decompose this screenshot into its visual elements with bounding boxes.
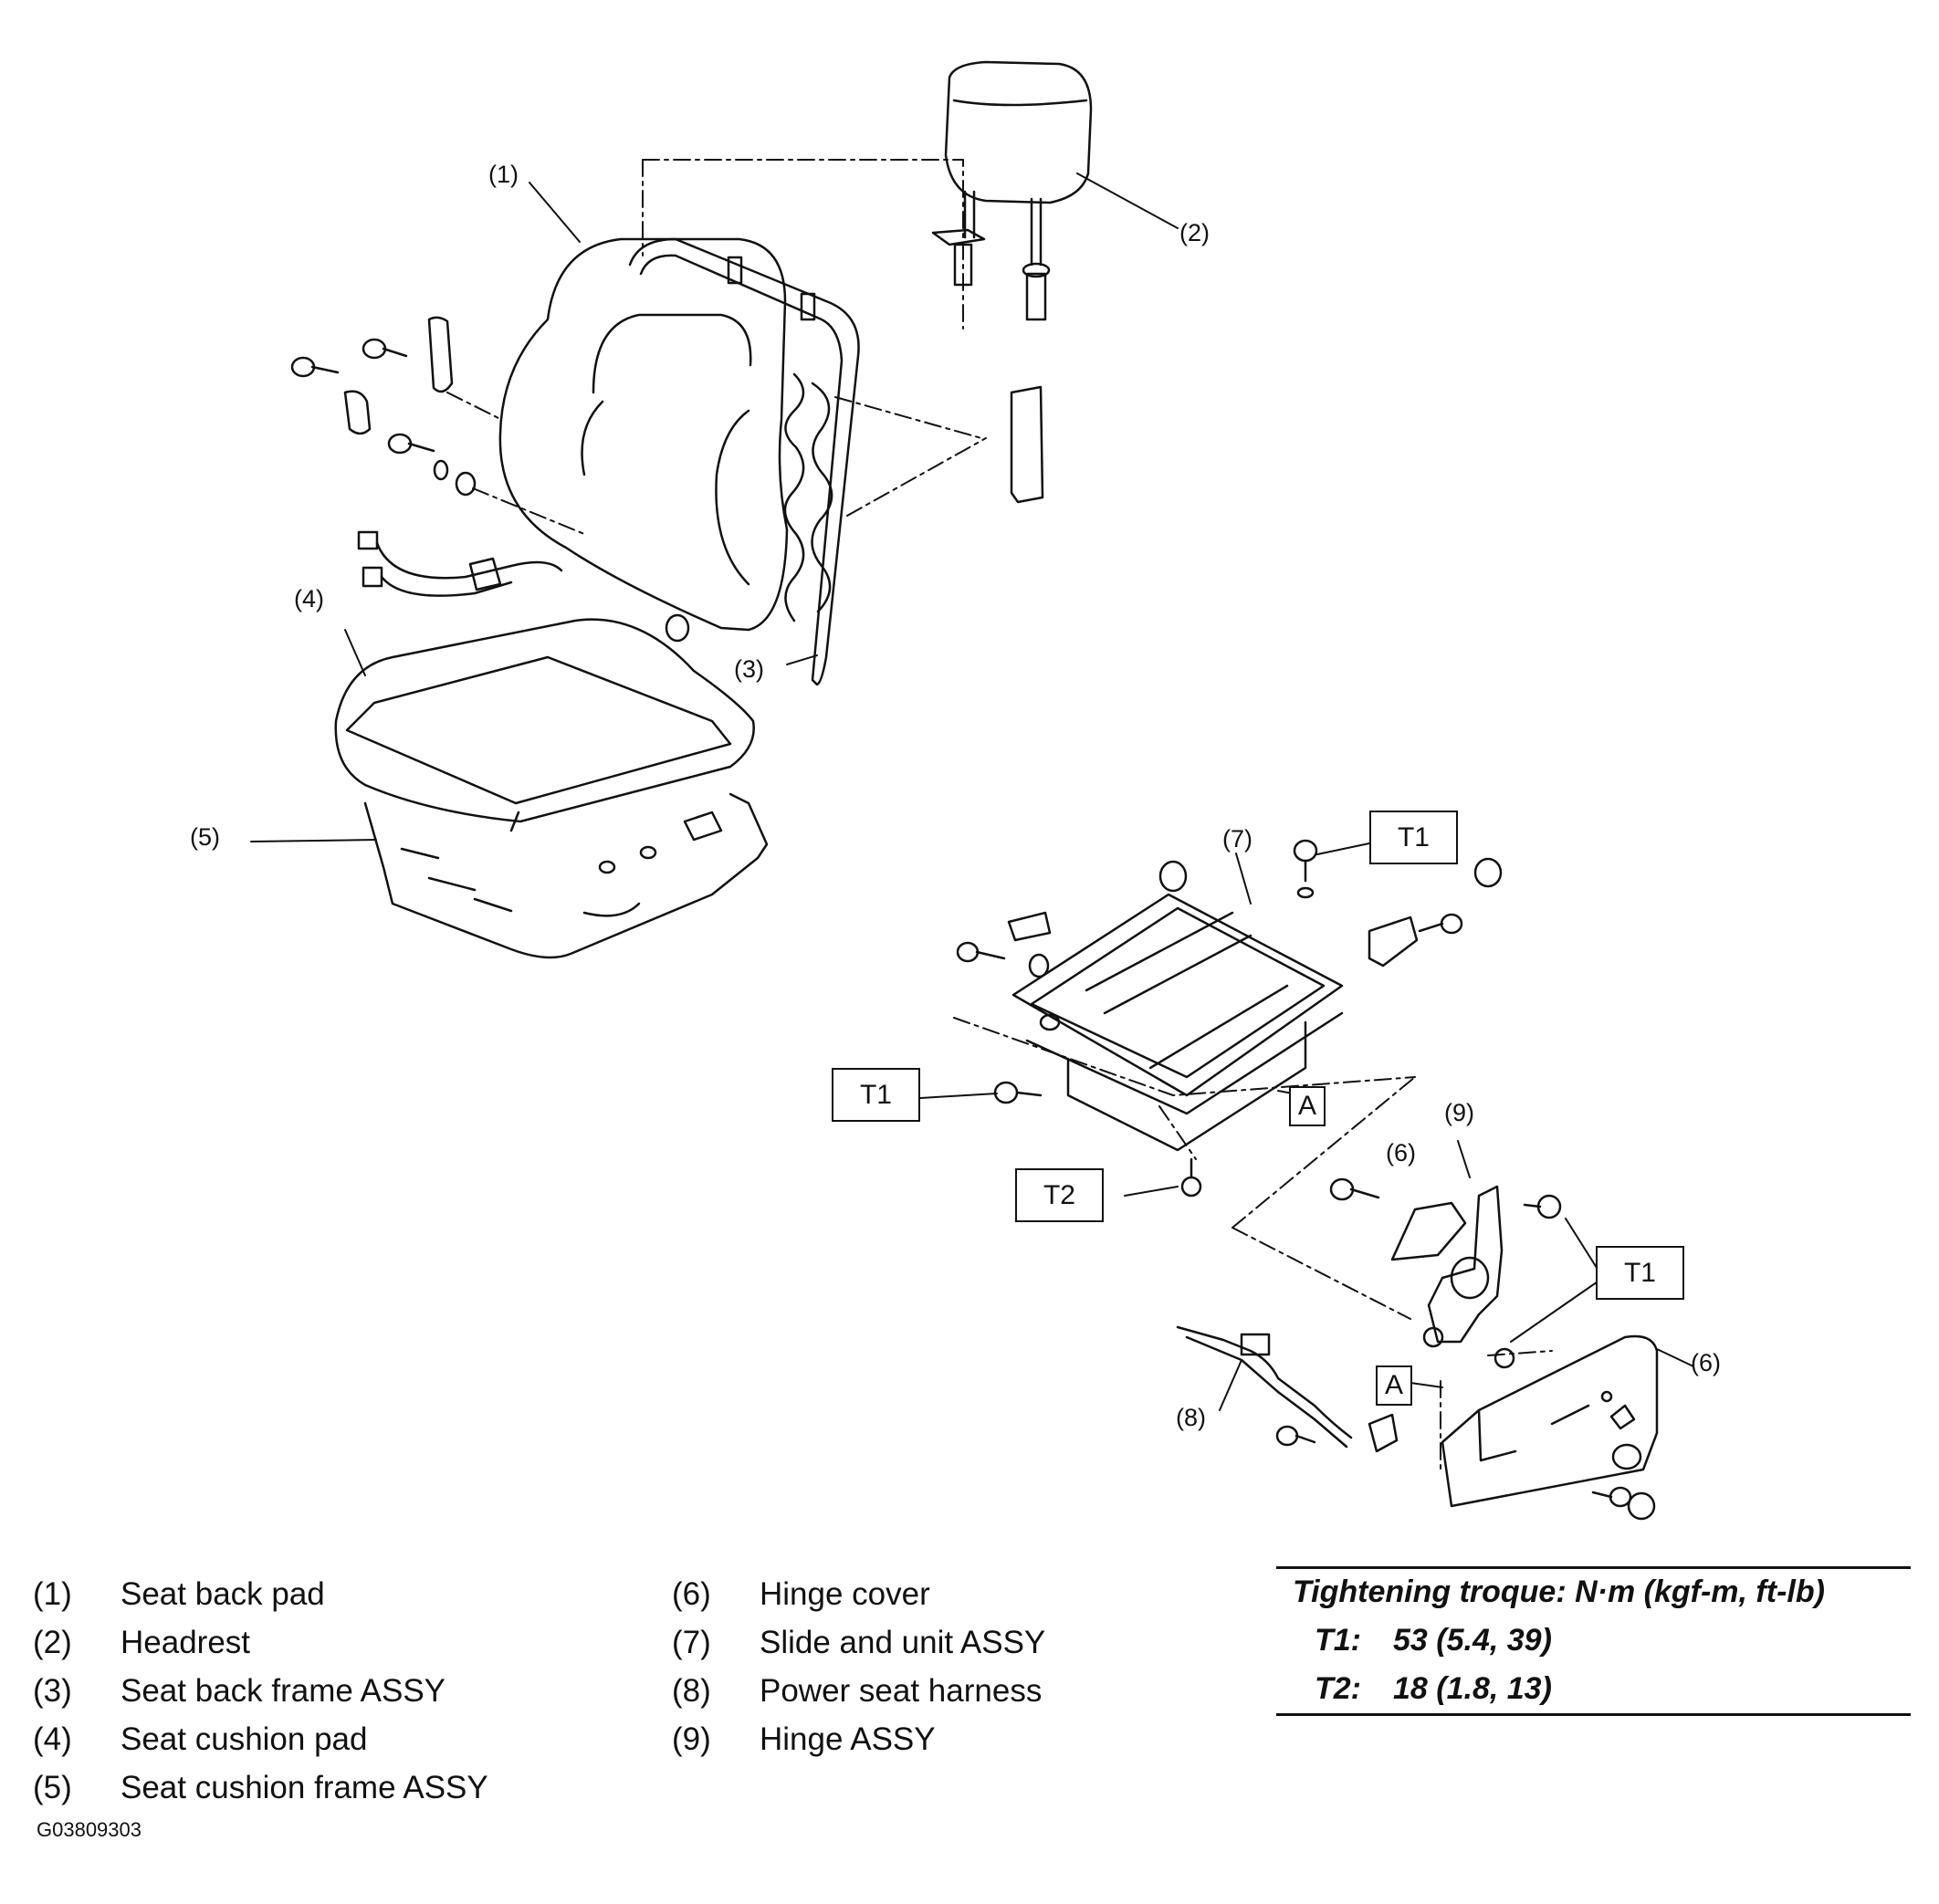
torque-box-t1-right: T1 xyxy=(1596,1246,1684,1300)
torque-row: T1:53 (5.4, 39) xyxy=(1315,1623,1552,1658)
callout-6-upper: (6) xyxy=(1386,1139,1416,1166)
callout-4: (4) xyxy=(294,585,324,612)
figure-id: G03809303 xyxy=(37,1818,141,1841)
hinge-cover-fasteners xyxy=(1591,1486,1656,1521)
torque-table: Tightening troque: N·m (kgf-m, ft-lb) T1… xyxy=(1276,1566,1911,1716)
legend-item: (1)Seat back pad xyxy=(33,1576,325,1612)
assembly-lines xyxy=(446,159,1553,1470)
power-seat-harness-part xyxy=(1176,1325,1399,1453)
reference-box-a-upper: A xyxy=(1289,1086,1326,1126)
seat-cushion-frame-part xyxy=(363,792,769,959)
seat-back-harness xyxy=(357,530,690,643)
slide-unit-assy-part xyxy=(1011,860,1344,1152)
torque-table-heading: Tightening troque: N·m (kgf-m, ft-lb) xyxy=(1293,1574,1825,1609)
seat-back-frame-part xyxy=(628,237,860,686)
torque-box-t2: T2 xyxy=(1015,1168,1104,1222)
legend-item: (8)Power seat harness xyxy=(672,1673,1043,1709)
legend-item: (9)Hinge ASSY xyxy=(672,1721,936,1757)
seat-back-fasteners xyxy=(290,316,477,497)
torque-row: T2:18 (1.8, 13) xyxy=(1315,1671,1552,1706)
torque-box-t1-top: T1 xyxy=(1369,811,1458,864)
callout-7: (7) xyxy=(1222,825,1252,853)
callout-3: (3) xyxy=(734,655,764,683)
callout-8: (8) xyxy=(1176,1404,1206,1431)
legend-item: (5)Seat cushion frame ASSY xyxy=(33,1770,488,1805)
callout-5: (5) xyxy=(190,823,220,851)
callout-6-lower: (6) xyxy=(1691,1349,1721,1376)
torque-box-t1-left: T1 xyxy=(832,1068,920,1122)
legend-item: (4)Seat cushion pad xyxy=(33,1721,368,1757)
seat-cushion-pad-part xyxy=(334,618,755,832)
legend-item: (2)Headrest xyxy=(33,1625,251,1660)
legend-item: (3)Seat back frame ASSY xyxy=(33,1673,446,1709)
side-panel-part xyxy=(1010,385,1044,504)
legend-item: (6)Hinge cover xyxy=(672,1576,930,1612)
legend-left: (1)Seat back pad (2)Headrest (3)Seat bac… xyxy=(33,1570,488,1812)
seat-exploded-diagram xyxy=(250,60,1694,1521)
callout-2: (2) xyxy=(1179,219,1210,246)
headrest-part xyxy=(931,60,1093,321)
hinge-cover-part xyxy=(1441,1334,1659,1508)
reference-box-a-lower: A xyxy=(1376,1365,1412,1406)
legend-item: (7)Slide and unit ASSY xyxy=(672,1625,1046,1660)
callout-1: (1) xyxy=(488,161,519,188)
callout-9: (9) xyxy=(1444,1099,1474,1126)
slide-unit-fasteners xyxy=(956,839,1503,1198)
legend-right: (6)Hinge cover (7)Slide and unit ASSY (8… xyxy=(672,1570,1045,1763)
seat-back-pad-part xyxy=(498,237,789,632)
hinge-assy-part xyxy=(1329,1177,1562,1369)
